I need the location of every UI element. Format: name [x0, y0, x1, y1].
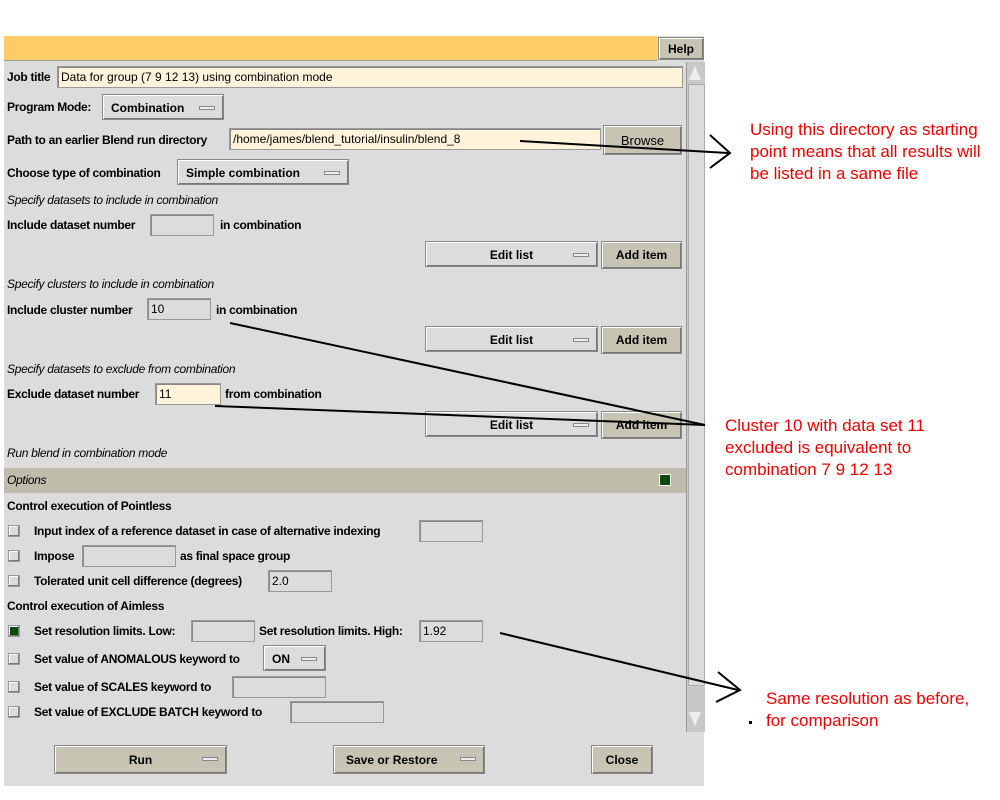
edit-list-label: Edit list	[489, 248, 534, 262]
program-mode-select[interactable]: Combination	[102, 94, 224, 120]
program-mode-value: Combination	[111, 101, 185, 115]
arrow-line-exclude	[214, 405, 706, 426]
include-dataset-label: Include dataset number	[7, 218, 136, 232]
exclude-batch-label: Set value of EXCLUDE BATCH keyword to	[34, 705, 263, 719]
arrow-line-path	[519, 140, 729, 154]
edit-list-label: Edit list	[489, 418, 534, 432]
input-index-input[interactable]	[419, 520, 483, 542]
tolerated-label: Tolerated unit cell difference (degrees)	[34, 574, 242, 588]
annotation-resolution: Same resolution as before, for compariso…	[766, 689, 970, 730]
add-item-button[interactable]: Add item	[601, 326, 682, 354]
menu-indicator-icon	[301, 657, 317, 661]
resolution-low-label: Set resolution limits. Low:	[34, 624, 176, 638]
edit-list-button[interactable]: Edit list	[425, 411, 598, 437]
run-label: Run	[128, 753, 153, 767]
title-bar	[4, 36, 657, 61]
scrollbar[interactable]	[686, 62, 705, 732]
include-cluster-label: Include cluster number	[7, 303, 133, 317]
job-title-input[interactable]: Data for group (7 9 12 13) using combina…	[57, 66, 683, 88]
menu-indicator-icon	[324, 171, 340, 175]
scroll-down-icon[interactable]	[689, 712, 701, 726]
section-exclude-datasets: Specify datasets to exclude from combina…	[7, 362, 236, 376]
edit-list-button[interactable]: Edit list	[425, 326, 598, 352]
arrow-line-cluster	[229, 322, 706, 426]
impose-suffix: as final space group	[180, 549, 291, 563]
scroll-thumb[interactable]	[688, 84, 705, 686]
dot	[749, 721, 752, 724]
annotation-cluster: Cluster 10 with data set 11 excluded is …	[725, 416, 926, 479]
exclude-dataset-input[interactable]: 11	[155, 383, 221, 405]
section-include-datasets: Specify datasets to include in combinati…	[7, 193, 218, 207]
combination-type-label: Choose type of combination	[7, 166, 161, 180]
scales-input[interactable]	[232, 676, 326, 698]
arrowhead-icon	[709, 134, 732, 169]
include-dataset-input[interactable]	[150, 214, 214, 236]
anomalous-checkbox[interactable]	[8, 653, 20, 665]
path-input[interactable]: /home/james/blend_tutorial/insulin/blend…	[229, 128, 601, 150]
pointless-heading: Control execution of Pointless	[7, 499, 172, 513]
browse-button[interactable]: Browse	[603, 125, 682, 155]
impose-checkbox[interactable]	[8, 550, 20, 562]
arrow-line-resolution	[499, 632, 739, 691]
exclude-batch-checkbox[interactable]	[8, 706, 20, 718]
menu-indicator-icon	[199, 106, 215, 110]
run-button[interactable]: Run	[54, 745, 227, 774]
include-cluster-suffix: in combination	[216, 303, 298, 317]
menu-indicator-icon	[573, 423, 589, 427]
tolerated-input[interactable]: 2.0	[268, 570, 332, 592]
impose-label: Impose	[34, 549, 75, 563]
include-cluster-input[interactable]: 10	[147, 298, 211, 320]
combination-type-select[interactable]: Simple combination	[177, 159, 349, 185]
exclude-dataset-label: Exclude dataset number	[7, 387, 140, 401]
options-header[interactable]: Options	[4, 468, 686, 493]
scales-checkbox[interactable]	[8, 681, 20, 693]
anomalous-label: Set value of ANOMALOUS keyword to	[34, 652, 240, 666]
annotation-directory: Using this directory as starting point m…	[750, 120, 981, 183]
resolution-high-input[interactable]: 1.92	[419, 620, 483, 642]
options-title: Options	[7, 473, 47, 487]
impose-input[interactable]	[82, 545, 176, 567]
tolerated-checkbox[interactable]	[8, 575, 20, 587]
program-mode-label: Program Mode:	[7, 100, 92, 114]
anomalous-select[interactable]: ON	[263, 645, 326, 671]
input-index-label: Input index of a reference dataset in ca…	[34, 524, 381, 538]
anomalous-value: ON	[272, 652, 290, 666]
menu-indicator-icon	[573, 338, 589, 342]
menu-indicator-icon	[202, 757, 218, 761]
menu-indicator-icon	[460, 757, 476, 761]
job-title-label: Job title	[7, 70, 51, 84]
help-button[interactable]: Help	[658, 37, 704, 60]
include-dataset-suffix: in combination	[220, 218, 302, 232]
exclude-batch-input[interactable]	[290, 701, 384, 723]
resolution-low-input[interactable]	[191, 620, 255, 642]
input-index-checkbox[interactable]	[8, 525, 20, 537]
combination-type-value: Simple combination	[186, 166, 301, 180]
scroll-up-icon[interactable]	[689, 66, 701, 80]
save-restore-button[interactable]: Save or Restore	[333, 745, 485, 774]
options-toggle[interactable]	[659, 474, 671, 486]
add-item-button[interactable]: Add item	[601, 241, 682, 269]
menu-indicator-icon	[573, 253, 589, 257]
resolution-checkbox[interactable]	[8, 625, 20, 637]
section-include-clusters: Specify clusters to include in combinati…	[7, 277, 214, 291]
edit-list-label: Edit list	[489, 333, 534, 347]
resolution-high-label: Set resolution limits. High:	[259, 624, 403, 638]
run-blend-label: Run blend in combination mode	[7, 446, 168, 460]
scales-label: Set value of SCALES keyword to	[34, 680, 212, 694]
save-restore-label: Save or Restore	[346, 753, 438, 767]
edit-list-button[interactable]: Edit list	[425, 241, 598, 267]
path-label: Path to an earlier Blend run directory	[7, 133, 207, 147]
aimless-heading: Control execution of Aimless	[7, 599, 165, 613]
arrowhead-icon	[715, 671, 742, 703]
close-button[interactable]: Close	[591, 745, 653, 774]
exclude-dataset-suffix: from combination	[225, 387, 322, 401]
